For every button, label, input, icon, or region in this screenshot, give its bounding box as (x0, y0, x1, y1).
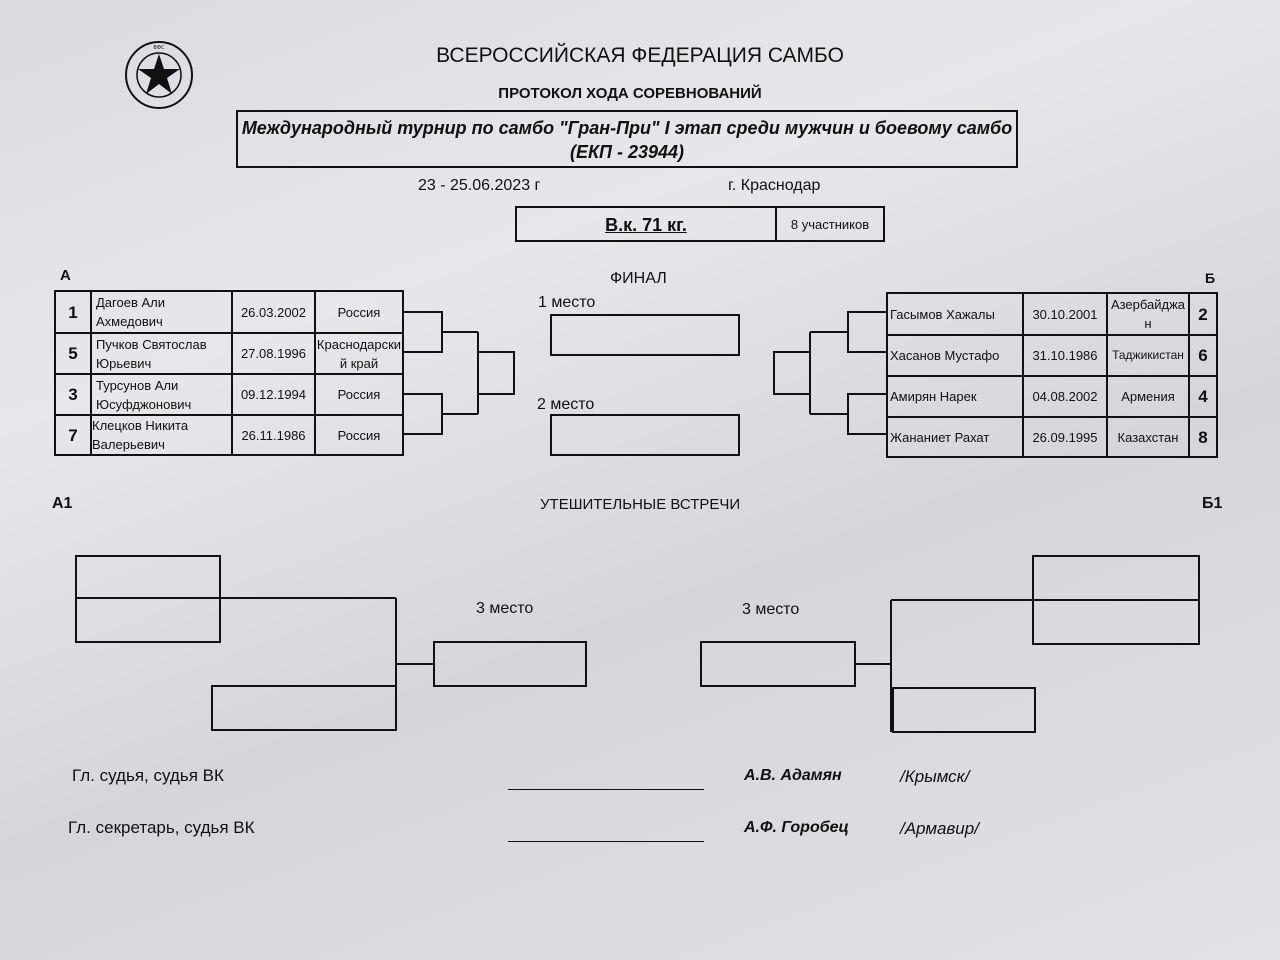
region-line1: Россия (337, 387, 381, 402)
athlete-surname: Дагоев Али (96, 295, 165, 310)
bracket-semi-2 (404, 393, 443, 435)
place-3-a-box (433, 641, 587, 687)
bronze-a-opponent-box (211, 685, 397, 731)
place-3-left-label: 3 место (476, 600, 534, 617)
athlete-patronymic: Юрьевич (96, 355, 152, 371)
pool-b-seed: 2 (1198, 304, 1208, 324)
pool-b-dob: 26.09.1995 (1032, 429, 1098, 445)
pool-a-region: Краснодарски й край (316, 334, 402, 373)
athlete-surname: Пучков Святослав (96, 336, 207, 352)
pool-a-seed: 7 (68, 425, 78, 445)
region-line2: й край (339, 355, 379, 371)
consolation-a1-label: А1 (52, 495, 73, 512)
pool-a-bracket (404, 311, 515, 435)
tournament-box: Международный турнир по самбо "Гран-При"… (236, 110, 1018, 168)
pool-a-dob: 27.08.1996 (240, 346, 307, 361)
pool-a-name: Дагоев Али Ахмедович (96, 292, 230, 332)
bronze-b-opponent-box (892, 687, 1036, 733)
weight-box: В.к. 71 кг. 8 участников (515, 206, 885, 242)
athlete-patronymic: Ахмедович (96, 314, 163, 329)
pool-a-region: Россия (316, 375, 402, 414)
pool-a-label: А (60, 267, 71, 284)
place-2-label: 2 место (537, 396, 595, 413)
pool-b-country: Азербайджа н (1108, 294, 1188, 334)
pool-b-dob: 30.10.2001 (1032, 306, 1098, 322)
event-city: г. Краснодар (728, 177, 821, 194)
protocol-title: ПРОТОКОЛ ХОДА СОРЕВНОВАНИЙ (498, 85, 762, 102)
pool-a-table: 1 Дагоев Али Ахмедович 26.03.2002 Россия… (54, 290, 404, 456)
pool-a-region: Россия (316, 292, 402, 332)
chief-secretary-city: /Армавир/ (900, 819, 979, 838)
final-title: ФИНАЛ (610, 270, 667, 287)
region-line1: Россия (337, 427, 381, 443)
country-line1: Армения (1121, 389, 1175, 404)
athlete-patronymic: Валерьевич (92, 437, 165, 452)
region-line1: Краснодарски (316, 336, 402, 352)
pool-b-country: Казахстан (1108, 418, 1188, 456)
pool-a-dob: 26.11.1986 (241, 427, 306, 443)
region-line1: Россия (337, 304, 381, 320)
pool-a-seed: 3 (68, 385, 78, 404)
consolation-b1-label: Б1 (1202, 495, 1223, 512)
bracket-pool-a-winner (477, 351, 515, 395)
pool-b-seed: 8 (1198, 427, 1208, 447)
pool-b-name: Хасанов Мустафо (890, 348, 1000, 363)
country-line2: н (1144, 316, 1152, 331)
pool-b-country: Таджикистан (1108, 336, 1188, 375)
consolation-b-bracket (700, 555, 1200, 733)
place-1-label: 1 место (538, 294, 596, 311)
chief-judge-name: А.В. Адамян (744, 767, 842, 784)
pool-b-seed: 6 (1198, 346, 1208, 365)
bracket-semi-3 (847, 311, 886, 353)
weight-divider (775, 208, 777, 240)
athlete-patronymic: Юсуфджонович (96, 396, 192, 412)
pool-b-seed: 4 (1198, 387, 1208, 406)
pool-b-bracket (773, 311, 886, 435)
tournament-name: Международный турнир по самбо "Гран-При"… (241, 118, 1013, 138)
pool-a-seed: 5 (68, 344, 78, 363)
chief-secretary-name: А.Ф. Горобец (744, 819, 849, 836)
pool-b-dob: 04.08.2002 (1032, 389, 1098, 404)
pool-a-name: Клецков Никита Валерьевич (92, 416, 230, 454)
athlete-surname: Клецков Никита (92, 418, 189, 433)
chief-judge-signature-line (508, 789, 704, 790)
pool-a-region: Россия (316, 416, 402, 454)
participants-count: 8 участников (790, 217, 870, 232)
country-line1: Азербайджа (1110, 297, 1186, 312)
chief-judge-role: Гл. судья, судья ВК (72, 766, 224, 785)
pool-a-name: Турсунов Али Юсуфджонович (96, 375, 230, 414)
pool-b-name: Жананиет Рахат (890, 429, 990, 445)
tournament-code: (ЕКП - 23944) (569, 142, 685, 162)
athlete-surname: Турсунов Али (96, 377, 179, 393)
pool-a-dob: 09.12.1994 (240, 387, 307, 402)
pool-b-table: Гасымов Хажалы 30.10.2001 Азербайджа н 2… (886, 292, 1218, 458)
svg-text:ВФС: ВФС (153, 45, 165, 51)
place-3-b-box (700, 641, 856, 687)
bracket-pool-b-winner (773, 351, 811, 395)
pool-b-dob: 31.10.1986 (1032, 348, 1098, 363)
place-2-box (550, 414, 740, 456)
bracket-semi-1 (404, 311, 443, 353)
bracket-semi-4 (847, 393, 886, 435)
weight-category: В.к. 71 кг. (605, 215, 687, 235)
chief-secretary-signature-line (508, 841, 704, 842)
pool-a-name: Пучков Святослав Юрьевич (96, 334, 230, 373)
pool-b-country: Армения (1108, 377, 1188, 416)
consolation-title: УТЕШИТЕЛЬНЫЕ ВСТРЕЧИ (540, 496, 741, 513)
consolation-a-bracket (75, 555, 587, 731)
pool-a-dob: 26.03.2002 (240, 304, 307, 320)
place-1-box (550, 314, 740, 356)
pool-b-name: Гасымов Хажалы (890, 306, 995, 322)
chief-judge-city: /Крымск/ (900, 767, 970, 786)
pool-b-label: Б (1205, 270, 1216, 286)
pool-b-name: Амирян Нарек (890, 389, 977, 404)
country-line1: Казахстан (1117, 429, 1179, 445)
event-dates: 23 - 25.06.2023 г (418, 177, 541, 194)
pool-a-seed: 1 (68, 302, 78, 322)
country-line1: Таджикистан (1112, 348, 1184, 362)
chief-secretary-role: Гл. секретарь, судья ВК (68, 818, 255, 837)
federation-title: ВСЕРОССИЙСКАЯ ФЕДЕРАЦИЯ САМБО (436, 44, 844, 67)
place-3-right-label: 3 место (742, 601, 800, 618)
sambo-star-seal-icon: ВФС (125, 41, 193, 109)
